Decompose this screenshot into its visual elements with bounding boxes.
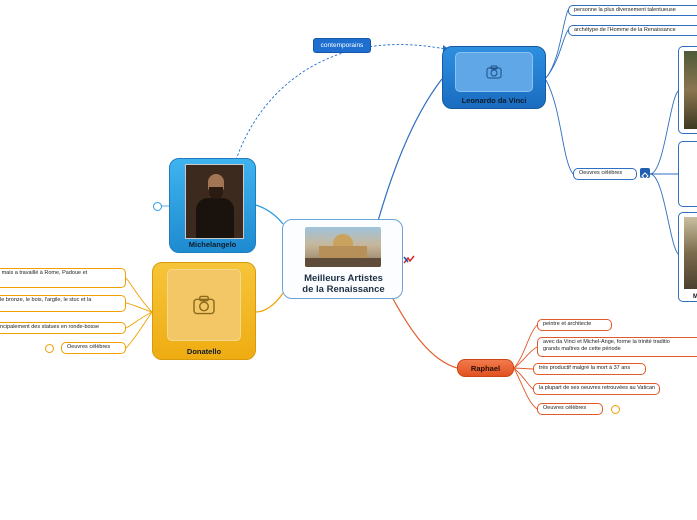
camera-icon xyxy=(486,65,502,79)
topic-label: Donatello xyxy=(186,347,222,356)
raphael-note-1[interactable]: peintre et architecte xyxy=(537,319,612,331)
central-topic-title-line1: Meilleurs Artistes xyxy=(304,273,383,284)
central-topic-title: Meilleurs Artistes de la Renaissance xyxy=(283,273,404,295)
relationship-label-contemporains[interactable]: contemporains xyxy=(313,38,371,53)
central-topic-title-line2: de la Renaissance xyxy=(302,284,385,295)
topic-michelangelo[interactable]: Michelangelo xyxy=(169,158,256,253)
central-topic[interactable]: Meilleurs Artistes de la Renaissance xyxy=(282,219,403,299)
artwork-label: M xyxy=(693,294,697,300)
expand-toggle-icon[interactable] xyxy=(153,202,162,211)
leonardo-oeuvres-celebres[interactable]: Oeuvres célèbres xyxy=(573,168,637,180)
topic-leonardo-da-vinci[interactable]: Leonardo da Vinci xyxy=(442,46,546,109)
image-placeholder xyxy=(167,269,241,341)
expand-toggle-icon[interactable] xyxy=(611,405,620,414)
raphael-note-3[interactable]: très productif malgré la mort à 37 ans xyxy=(533,363,646,375)
raphael-note-2-line2: grands maîtres de cette période xyxy=(543,346,621,352)
relationship-marker-icon[interactable] xyxy=(403,255,415,265)
donatello-note-1[interactable]: e mais a travaillé à Rome, Padoue et xyxy=(0,268,126,288)
raphael-note-4[interactable]: la plupart de ses oeuvres retrouvées au … xyxy=(533,383,660,395)
collapse-toggle-icon[interactable] xyxy=(640,168,650,180)
topic-label: Leonardo da Vinci xyxy=(461,96,527,105)
raphael-oeuvres-celebres[interactable]: Oeuvres célèbres xyxy=(537,403,603,415)
raphael-note-2-line1: avec da Vinci et Michel-Ange, forme la t… xyxy=(543,339,670,345)
donatello-note-2[interactable]: , le bronze, le bois, l'argile, le stuc … xyxy=(0,295,126,312)
raphael-note-2[interactable]: avec da Vinci et Michel-Ange, forme la t… xyxy=(537,337,697,357)
artwork-card-1[interactable] xyxy=(678,46,697,134)
artwork-card-2[interactable] xyxy=(678,141,697,207)
artwork-image xyxy=(684,146,697,202)
image-placeholder xyxy=(455,52,533,92)
topic-donatello[interactable]: Donatello xyxy=(152,262,256,360)
donatello-oeuvres-celebres[interactable]: Oeuvres célèbres xyxy=(61,342,126,354)
central-topic-image xyxy=(305,227,381,267)
artwork-card-3[interactable]: M xyxy=(678,212,697,302)
leonardo-note-2[interactable]: archétype de l'Homme de la Renaissance xyxy=(568,25,697,36)
camera-icon xyxy=(193,295,215,315)
michelangelo-portrait xyxy=(185,164,244,239)
artwork-image xyxy=(684,51,697,129)
topic-raphael[interactable]: Raphael xyxy=(457,359,514,377)
artwork-image xyxy=(684,217,697,289)
expand-toggle-icon[interactable] xyxy=(45,344,54,353)
leonardo-note-1[interactable]: personne la plus diversement talentueuse xyxy=(568,5,697,16)
donatello-note-3[interactable]: rincipalement des statues en ronde-bosse xyxy=(0,322,126,334)
topic-label: Michelangelo xyxy=(188,240,237,249)
